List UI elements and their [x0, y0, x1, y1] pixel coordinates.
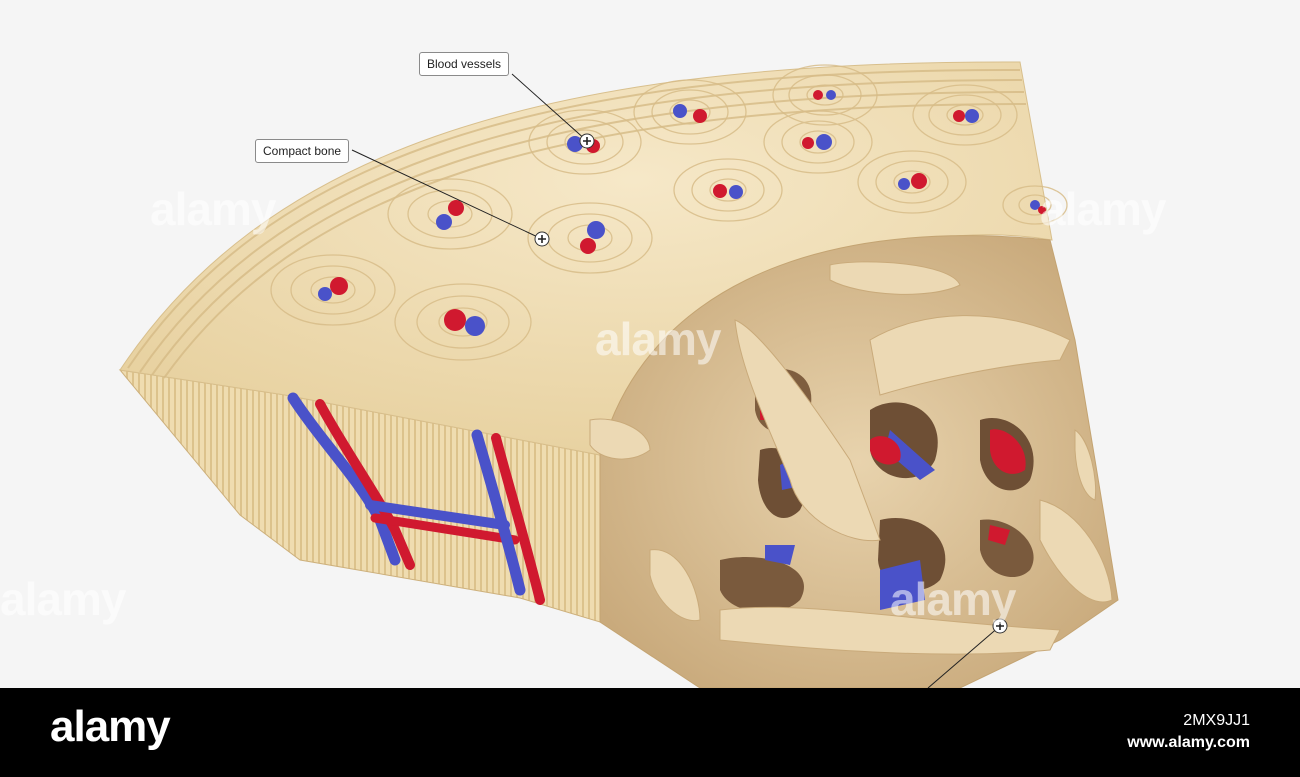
watermark: alamy	[150, 183, 276, 235]
image-id: 2MX9JJ1	[1183, 712, 1250, 729]
bone-cross-section-illustration	[118, 61, 1119, 688]
watermark: alamy	[595, 313, 721, 365]
compact-bone-label: Compact bone	[255, 139, 350, 163]
leader-lines	[351, 73, 1001, 688]
site-url-link[interactable]: www.alamy.com	[1127, 734, 1250, 751]
plus-marker-icon	[992, 618, 1008, 634]
osteon-rings	[270, 64, 1068, 361]
side-face-vessels	[287, 392, 545, 605]
watermark: alamy	[890, 573, 1016, 625]
plus-marker-icon	[534, 231, 550, 247]
osteon-vessels	[318, 90, 1046, 336]
blood-vessels-label: Blood vessels	[419, 52, 510, 76]
plus-marker-icon	[579, 133, 595, 149]
illustration-area: Blood vessels Compact bone alamy alamy a…	[0, 52, 1166, 688]
brand-logo[interactable]: alamy	[50, 702, 171, 751]
watermark: alamy	[1040, 183, 1166, 235]
footer-bar: alamy 2MX9JJ1 www.alamy.com	[0, 688, 1300, 777]
watermark: alamy	[0, 573, 126, 625]
trabeculae	[589, 261, 1113, 655]
